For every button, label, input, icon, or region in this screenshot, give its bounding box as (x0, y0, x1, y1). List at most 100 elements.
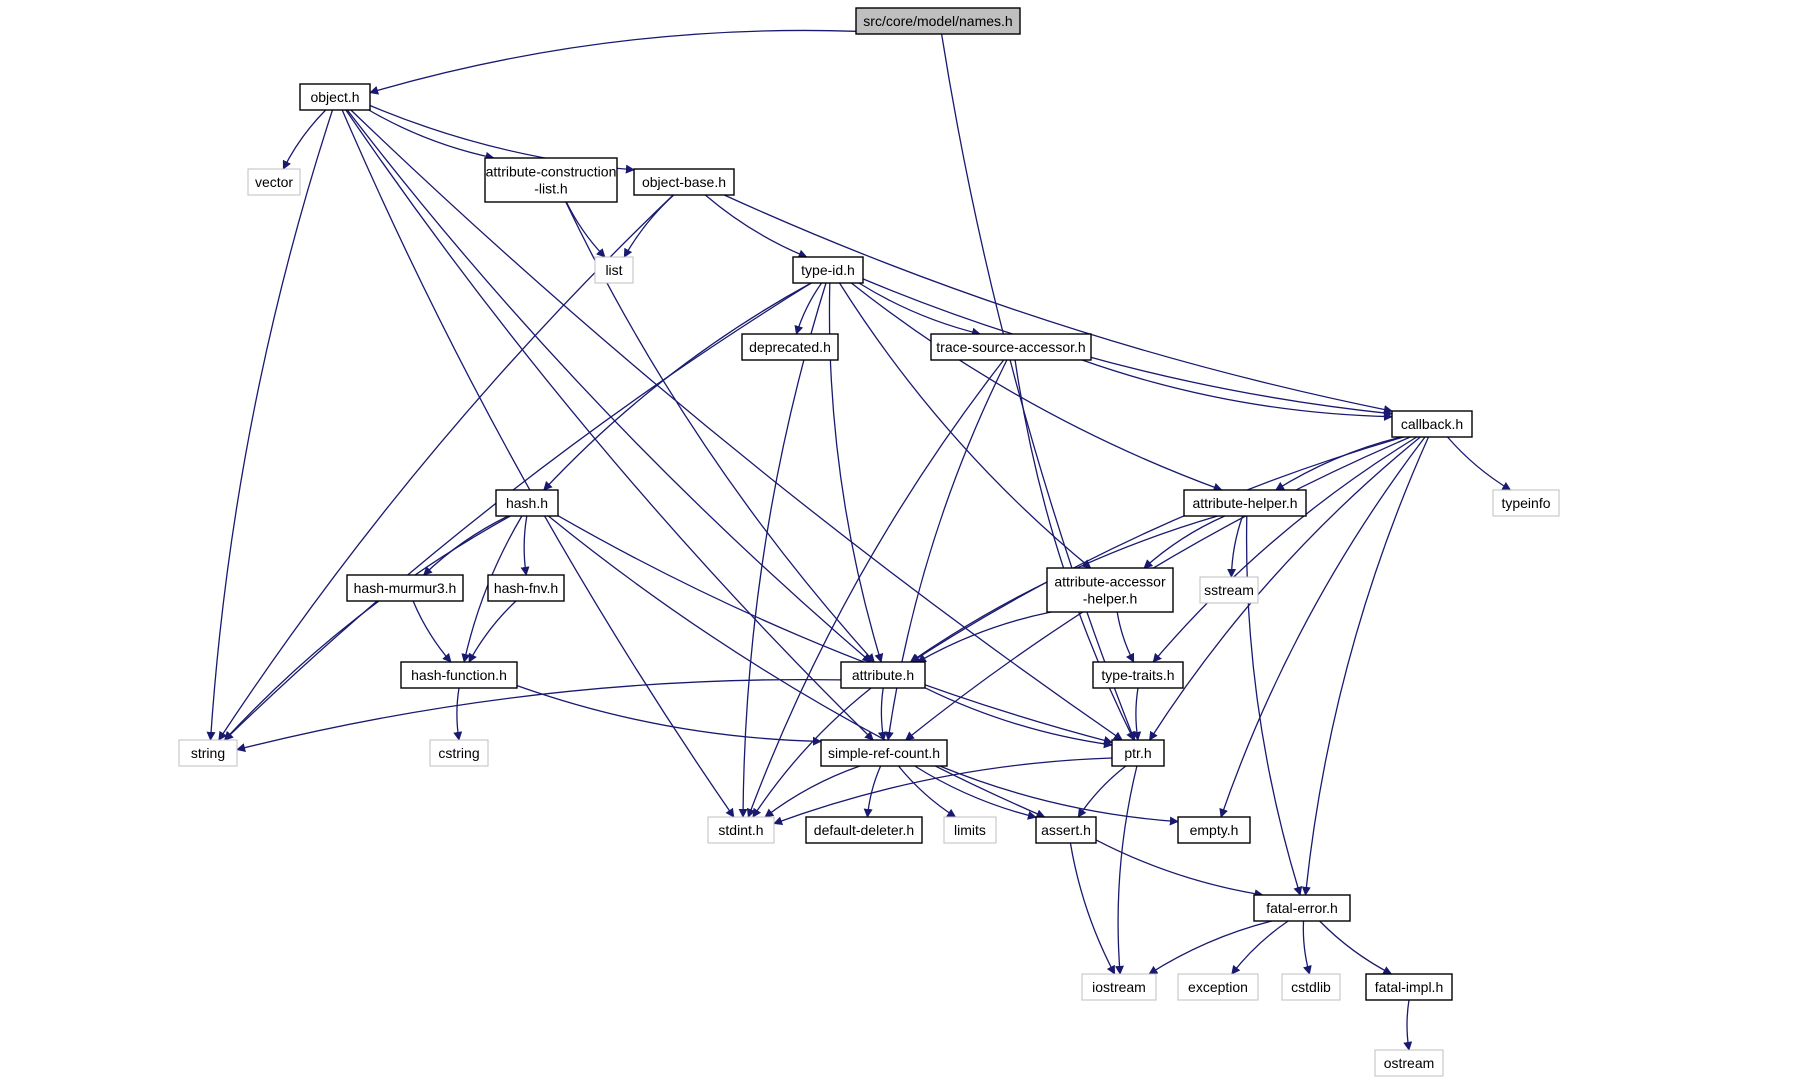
node-box (1177, 816, 1251, 844)
edge-attribute-to-string (236, 678, 842, 752)
node-label: trace-source-accessor.h (936, 339, 1085, 355)
node-label: simple-ref-count.h (828, 745, 940, 761)
node-attribute[interactable]: attribute.h (840, 661, 926, 689)
node-label: type-id.h (801, 262, 855, 278)
node-label: attribute-helper.h (1192, 495, 1297, 511)
edge-trace_src-to-stdint (746, 359, 1005, 818)
edge-assert-to-fatal_error (1095, 839, 1264, 899)
node-iostream: iostream (1081, 973, 1157, 1001)
node-box (1177, 973, 1259, 1001)
edge-object_base-to-type_id (704, 194, 808, 259)
node-label: callback.h (1401, 416, 1463, 432)
node-label: -helper.h (1083, 591, 1137, 607)
edge-object_base-to-list (623, 194, 675, 258)
node-list: list (594, 256, 634, 284)
edge-callback-to-empty (1219, 436, 1426, 818)
node-typeinfo: typeinfo (1492, 489, 1560, 517)
edge-type_id-to-stdint (738, 282, 827, 818)
node-box (1035, 816, 1097, 844)
edge-fatal_error-to-cstdlib (1302, 920, 1312, 975)
edge-ptr-to-assert (1077, 765, 1127, 818)
node-sstream: sstream (1199, 576, 1259, 604)
node-label: ptr.h (1124, 745, 1151, 761)
edge-object_base-to-callback (723, 194, 1393, 414)
edge-src-to-limits (897, 765, 957, 818)
node-label: fatal-error.h (1266, 900, 1338, 916)
node-type-id[interactable]: type-id.h (792, 256, 864, 284)
node-box (1365, 973, 1453, 1001)
node-label: iostream (1092, 979, 1146, 995)
edge-trace_src-to-callback (1081, 359, 1393, 422)
node-box (792, 256, 864, 284)
node-label: stdint.h (718, 822, 763, 838)
node-ptr[interactable]: ptr.h (1111, 739, 1165, 767)
node-box (1092, 661, 1184, 689)
node-box (495, 489, 559, 517)
edge-assert-to-iostream (1069, 842, 1116, 975)
edge-attr_acc-to-attribute (916, 611, 1052, 663)
edge-attr_helper-to-fatal_error (1245, 515, 1303, 896)
edge-src-to-empty (939, 765, 1179, 826)
node-label: -list.h (534, 181, 567, 197)
node-attr-cons[interactable]: attribute-construction-list.h (484, 157, 618, 203)
node-attr-acc[interactable]: attribute-accessor-helper.h (1046, 567, 1174, 613)
node-box (633, 168, 735, 196)
node-label: typeinfo (1501, 495, 1550, 511)
node-exception: exception (1177, 973, 1259, 1001)
edge-src-to-stdint (764, 765, 861, 818)
node-box (741, 333, 839, 361)
edge-callback-to-typeinfo (1447, 436, 1512, 491)
node-callback[interactable]: callback.h (1391, 410, 1473, 438)
node-attr-helper[interactable]: attribute-helper.h (1183, 489, 1307, 517)
node-label: assert.h (1041, 822, 1091, 838)
edge-hash-to-ptr (557, 515, 1113, 745)
edge-trace_src-to-ptr (1014, 359, 1135, 741)
node-stdint: stdint.h (707, 816, 775, 844)
node-box (594, 256, 634, 284)
node-box (1374, 1049, 1444, 1077)
node-box (487, 574, 565, 602)
node-box (1492, 489, 1560, 517)
node-box (346, 574, 464, 602)
node-label: string (191, 745, 225, 761)
node-hash-murmur[interactable]: hash-murmur3.h (346, 574, 464, 602)
edge-object-to-vector (282, 109, 327, 170)
edge-hash-to-assert (547, 515, 1046, 818)
node-src[interactable]: simple-ref-count.h (820, 739, 948, 767)
node-cstdlib: cstdlib (1281, 973, 1341, 1001)
node-type-traits[interactable]: type-traits.h (1092, 661, 1184, 689)
node-object-base[interactable]: object-base.h (633, 168, 735, 196)
node-names[interactable]: src/core/model/names.h (855, 7, 1021, 35)
node-def-del[interactable]: default-deleter.h (805, 816, 923, 844)
node-deprecated[interactable]: deprecated.h (741, 333, 839, 361)
edge-attr_acc-to-type_traits (1116, 611, 1135, 663)
node-box (484, 157, 618, 203)
edge-type_id-to-callback (862, 278, 1393, 418)
node-hash-func[interactable]: hash-function.h (400, 661, 518, 689)
edge-attr_cons-to-list (565, 201, 606, 258)
node-fatal-impl[interactable]: fatal-impl.h (1365, 973, 1453, 1001)
edge-attr_helper-to-sstream (1227, 515, 1244, 578)
node-label: cstring (438, 745, 479, 761)
node-limits: limits (943, 816, 997, 844)
edge-callback-to-ptr (1149, 436, 1421, 741)
node-box (1391, 410, 1473, 438)
node-box (1281, 973, 1341, 1001)
edge-object-to-src (345, 109, 874, 741)
edge-object-to-attr_cons (368, 109, 495, 161)
edge-attribute-to-stdint (752, 687, 872, 818)
node-assert[interactable]: assert.h (1035, 816, 1097, 844)
node-trace-src[interactable]: trace-source-accessor.h (930, 333, 1092, 361)
edge-callback-to-attribute (910, 436, 1404, 663)
node-empty[interactable]: empty.h (1177, 816, 1251, 844)
node-hash[interactable]: hash.h (495, 489, 559, 517)
node-hash-fnv[interactable]: hash-fnv.h (487, 574, 565, 602)
node-label: object-base.h (642, 174, 726, 190)
edge-fatal_error-to-iostream (1148, 920, 1273, 975)
node-fatal-error[interactable]: fatal-error.h (1253, 894, 1351, 922)
node-box (178, 739, 238, 767)
node-box (930, 333, 1092, 361)
edge-attribute-to-src (877, 687, 887, 741)
edge-hash-to-string (223, 515, 511, 741)
node-object[interactable]: object.h (299, 83, 371, 111)
